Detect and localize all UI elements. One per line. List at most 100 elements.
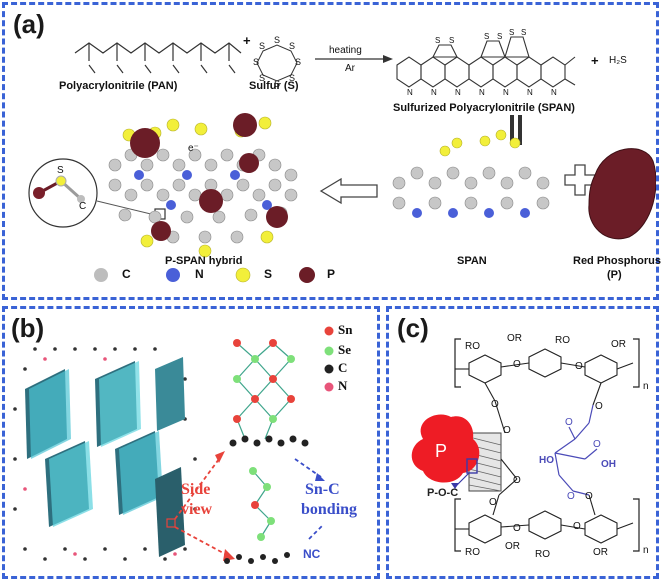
electron-label: e⁻ (188, 143, 199, 154)
span-model (392, 129, 550, 218)
legend-dot-p (299, 267, 315, 283)
svg-text:O: O (491, 399, 499, 410)
inset-c-atom (77, 195, 85, 203)
svg-text:O: O (513, 359, 521, 370)
or-label-4: OR (593, 547, 608, 558)
span-structure-top (396, 36, 576, 88)
p-label: P (435, 441, 448, 461)
svg-text:S: S (289, 41, 295, 51)
svg-text:O: O (567, 491, 575, 502)
svg-text:S: S (259, 73, 265, 83)
svg-text:S: S (435, 36, 440, 45)
nc-label: NC (303, 547, 321, 561)
zoom-box (166, 518, 176, 528)
ro-label-1: RO (465, 341, 480, 352)
n-top-label: n (643, 381, 649, 392)
pan-structure (74, 42, 242, 74)
arrow-top-label: heating (329, 45, 362, 56)
snc-label-1: Sn-C (305, 481, 340, 498)
or-label-3: OR (505, 541, 520, 552)
span-label: SPAN (457, 255, 487, 267)
span-top-label: Sulfurized Polyacrylonitrile (SPAN) (393, 102, 575, 114)
red-p-label-1: Red Phosphorus (573, 255, 661, 267)
panel-c-label: (c) (397, 313, 429, 343)
legend-dot-c (324, 364, 334, 374)
oh-label: OH (601, 459, 616, 470)
or-label-2: OR (611, 339, 626, 350)
bond-arrow-2 (308, 524, 324, 540)
svg-text:O: O (575, 361, 583, 372)
or-label-1: OR (507, 333, 522, 344)
svg-text:S: S (449, 36, 454, 45)
n-bottom-label: n (643, 545, 649, 556)
legend-dot-n (324, 382, 334, 392)
svg-text:O: O (595, 401, 603, 412)
svg-text:S: S (497, 32, 502, 41)
equivalence-bar-2 (518, 115, 522, 145)
h2s-label: H₂S (609, 55, 627, 66)
red-phosphorus-rock (588, 148, 656, 240)
ho-label: HO (539, 455, 554, 466)
legend-dot-c (94, 268, 108, 282)
legend-label-c: C (338, 360, 348, 375)
plus-2: + (591, 53, 599, 68)
inset-s-atom (55, 175, 67, 187)
legend-label-se: Se (338, 342, 351, 357)
legend-label-p: P (327, 267, 336, 281)
svg-text:N: N (407, 88, 413, 97)
svg-text:N: N (479, 88, 485, 97)
svg-text:O: O (503, 425, 511, 436)
side-view-label-2: view (181, 501, 213, 518)
equivalence-bar-1 (510, 115, 514, 145)
poc-label: P-O-C (427, 487, 459, 499)
svg-text:S: S (484, 32, 489, 41)
legend-label-s: S (264, 267, 273, 281)
bond-arrow-1 (294, 458, 322, 478)
cellulose-chain-top (455, 348, 634, 406)
snc-label-2: bonding (301, 501, 358, 518)
carbon-substrate (13, 347, 197, 561)
svg-text:N: N (431, 88, 437, 97)
panel-c-drawing: O O O O O O O O O O O O O (411, 338, 640, 552)
red-p-label-2: (P) (607, 269, 622, 281)
svg-text:S: S (295, 57, 301, 67)
svg-text:S: S (509, 28, 514, 37)
poc-highlight-box (466, 458, 478, 474)
red-phosphorus-blob (411, 414, 480, 483)
ro-label-3: RO (465, 547, 480, 558)
legend-label-n: N (195, 267, 204, 281)
legend-label-n: N (338, 378, 348, 393)
svg-text:S: S (259, 41, 265, 51)
polymer-brackets (454, 338, 640, 552)
p-span-hybrid-model (108, 113, 298, 258)
svg-text:O: O (489, 497, 497, 508)
legend-dot-sn (324, 326, 334, 336)
hybrid-label: P-SPAN hybrid (165, 255, 243, 267)
svg-text:O: O (513, 523, 521, 534)
plus-1: + (243, 33, 251, 48)
zoom-arrow-down (174, 526, 228, 556)
panel-b: (b) Sn Se C N Side view Sn-C bonding NC (2, 306, 380, 579)
panel-a-label: (a) (13, 9, 45, 39)
svg-text:S: S (289, 73, 295, 83)
snse-nanosheets (25, 357, 185, 557)
snse-lattice-bonds (236, 342, 292, 440)
svg-text:S: S (274, 79, 280, 89)
svg-text:S: S (274, 35, 280, 45)
legend-label-sn: Sn (338, 322, 353, 337)
cellulose-chain-bottom (455, 494, 634, 544)
side-view-label-1: Side (181, 481, 211, 498)
svg-text:S: S (253, 57, 259, 67)
panel-c: O O O O O O O O O O O O O (c) P P-O-C HO… (386, 306, 659, 579)
pan-label: Polyacrylonitrile (PAN) (59, 80, 178, 92)
arrow-bottom-label: Ar (345, 63, 355, 74)
svg-text:O: O (573, 521, 581, 532)
legend-dot-n (166, 268, 180, 282)
panel-b-drawing (13, 326, 334, 564)
ro-label-2: RO (555, 335, 570, 346)
svg-text:O: O (513, 475, 521, 486)
sulfur-label: Sulfur (S) (249, 80, 299, 92)
svg-text:N: N (551, 88, 557, 97)
